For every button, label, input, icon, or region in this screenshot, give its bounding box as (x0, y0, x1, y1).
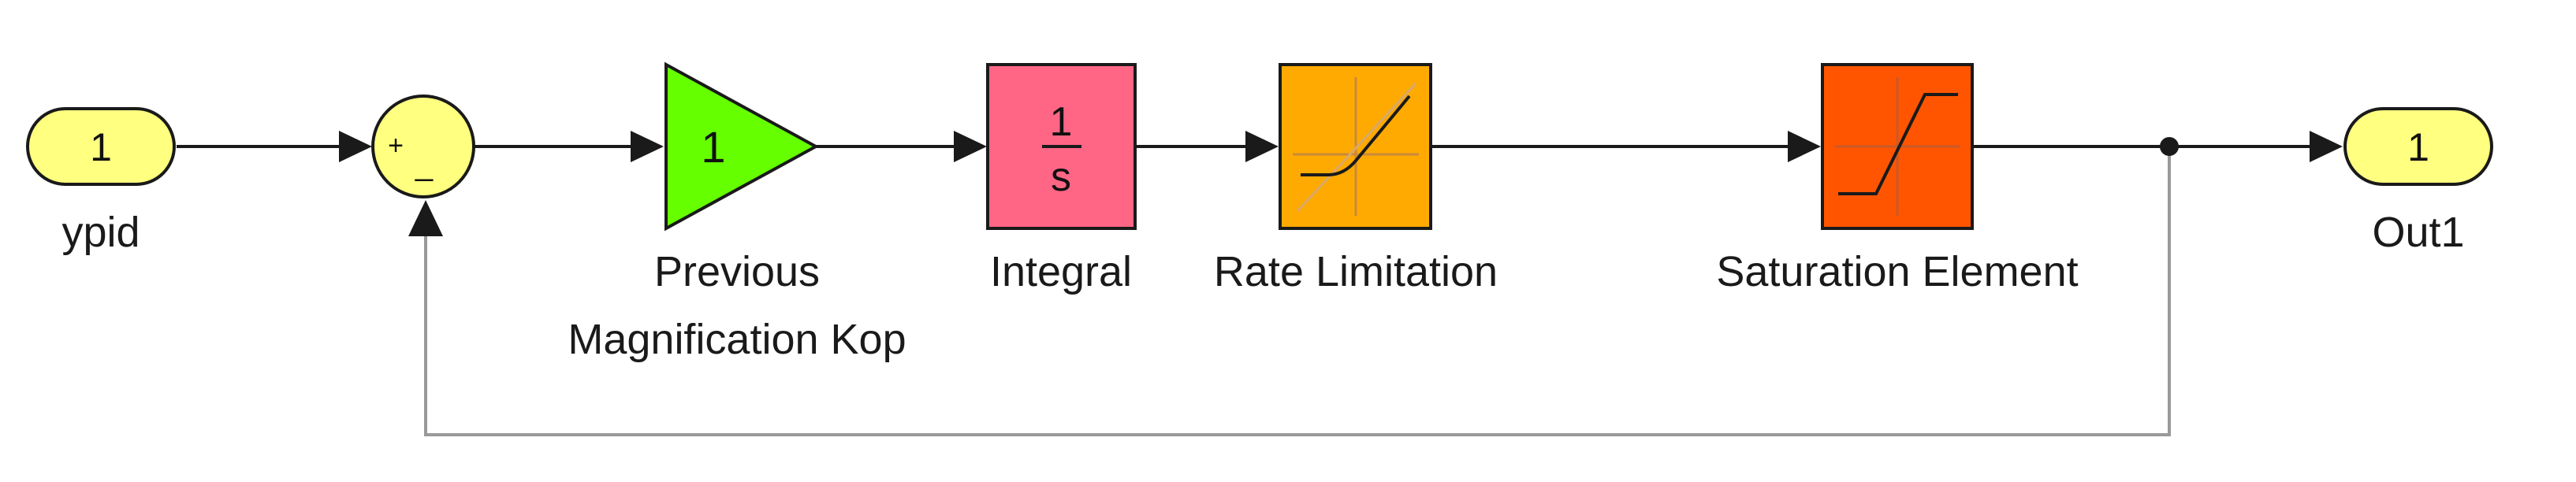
rate-limiter-diagonal (1296, 82, 1417, 213)
saturation-curve-icon (1838, 93, 1958, 195)
saturation-block[interactable] (1821, 63, 1974, 230)
arrowhead-rate-input (1245, 131, 1279, 162)
outport-number: 1 (2407, 125, 2429, 169)
inport-number: 1 (90, 125, 112, 169)
sum-plus-sign: + (388, 131, 404, 161)
inport-block[interactable]: 1 (26, 107, 176, 186)
sum-block[interactable]: + _ (371, 95, 475, 198)
integrator-label: Integral (989, 248, 1133, 295)
gain-block[interactable]: 1 (664, 61, 820, 232)
arrowhead-outport-input (2310, 131, 2343, 162)
outport-label: Out1 (2372, 209, 2465, 256)
integrator-numerator: 1 (1050, 99, 1073, 145)
arrowhead-saturation-input (1788, 131, 1821, 162)
arrowhead-feedback-input (408, 200, 443, 236)
feedback-line (424, 146, 2171, 436)
rate-limiter-label: Rate Limitation (1213, 248, 1498, 295)
integrator-denominator: s (1051, 154, 1071, 200)
integrator-block[interactable]: 1 s (986, 63, 1137, 230)
gain-label-line1: Previous (653, 248, 821, 295)
saturation-label: Saturation Element (1716, 248, 2079, 295)
branch-point (2160, 137, 2179, 156)
rate-limiter-curve-icon (1301, 95, 1411, 176)
sum-minus-sign: _ (415, 147, 434, 182)
gain-label-line2: Magnification Kop (568, 316, 906, 363)
rate-limiter-block[interactable] (1279, 63, 1432, 230)
arrowhead-gain-input (631, 131, 664, 162)
arrowhead-integral-input (954, 131, 987, 162)
arrowheads (339, 131, 2343, 236)
inport-label: ypid (61, 209, 140, 256)
arrowhead-sum-input (339, 131, 372, 162)
gain-value: 1 (701, 122, 725, 172)
outport-block[interactable]: 1 (2343, 107, 2493, 186)
